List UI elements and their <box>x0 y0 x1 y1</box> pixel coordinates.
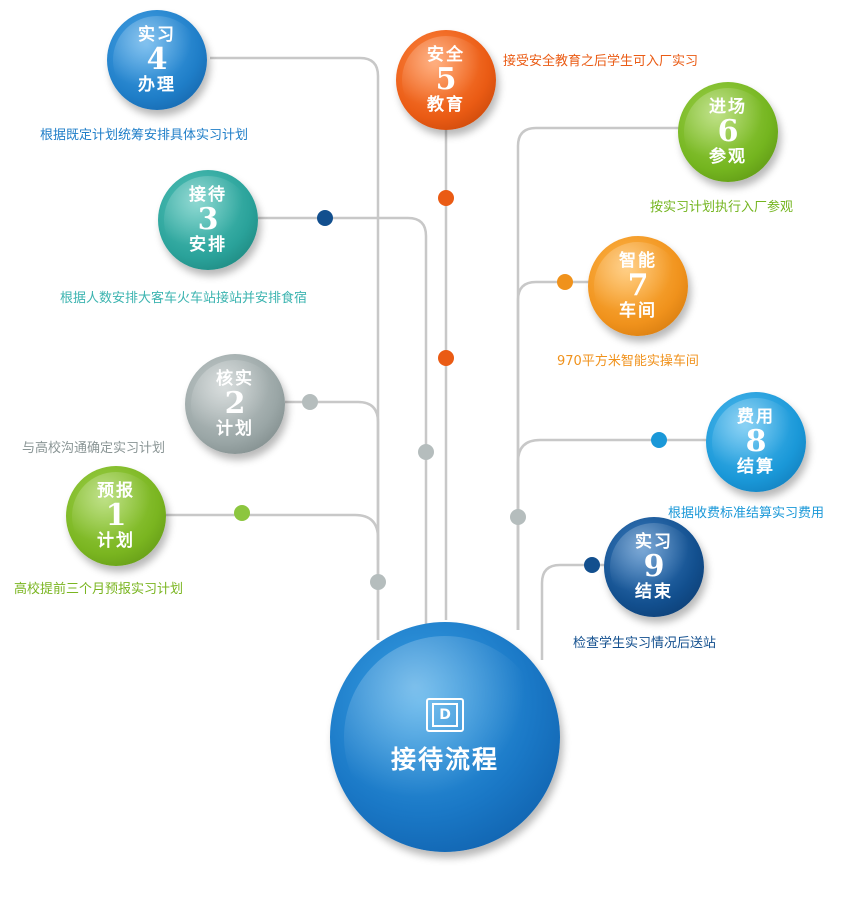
node-dot-step-5-upper <box>438 190 454 206</box>
connector-step-8 <box>516 438 708 630</box>
step-2-number: 2 <box>224 386 246 421</box>
node-dot-step-5-lower <box>438 350 454 366</box>
step-8-circle: 费用 8 结算 <box>706 392 806 492</box>
step-3-description: 根据人数安排大客车火车站接站并安排食宿 <box>60 291 308 306</box>
node-dot-step-3 <box>317 210 333 226</box>
step-4-description: 根据既定计划统筹安排具体实习计划 <box>40 128 249 143</box>
step-5-description: 接受安全教育之后学生可入厂实习 <box>503 54 699 69</box>
step-4-circle: 实习 4 办理 <box>107 10 207 110</box>
step-1-description: 高校提前三个月预报实习计划 <box>14 582 184 597</box>
node-dot-junction-mid <box>418 444 434 460</box>
step-6-bottom-label: 参观 <box>709 147 747 167</box>
step-9-top-label: 实习 <box>635 532 673 552</box>
step-7-circle: 智能 7 车间 <box>588 236 688 336</box>
step-2-circle: 核实 2 计划 <box>185 354 285 454</box>
step-9-bottom-label: 结束 <box>635 582 673 602</box>
step-6-description: 按实习计划执行入厂参观 <box>650 200 794 215</box>
step-5-number: 5 <box>435 62 457 97</box>
step-8-bottom-label: 结算 <box>737 457 775 477</box>
step-3-number: 3 <box>197 202 219 237</box>
step-8-number: 8 <box>745 424 767 459</box>
step-9-number: 9 <box>643 549 665 584</box>
step-2-bottom-label: 计划 <box>216 419 254 439</box>
node-dot-junction-right <box>510 509 526 525</box>
node-dot-step-9 <box>584 557 600 573</box>
node-dot-step-8 <box>651 432 667 448</box>
step-1-top-label: 预报 <box>97 481 135 501</box>
step-1-circle: 预报 1 计划 <box>66 466 166 566</box>
step-3-bottom-label: 安排 <box>189 235 227 255</box>
step-2-top-label: 核实 <box>216 369 254 389</box>
step-9-circle: 实习 9 结束 <box>604 517 704 617</box>
connector-step-7 <box>516 280 590 630</box>
connector-step-9 <box>540 563 605 660</box>
step-6-top-label: 进场 <box>709 97 747 117</box>
node-dot-step-1 <box>234 505 250 521</box>
connector-step-2 <box>285 400 380 560</box>
step-7-bottom-label: 车间 <box>619 301 657 321</box>
step-5-bottom-label: 教育 <box>427 95 465 115</box>
center-circle: D 接待流程 <box>330 622 560 852</box>
step-7-number: 7 <box>627 268 649 303</box>
step-8-description: 根据收费标准结算实习费用 <box>668 506 825 521</box>
step-1-bottom-label: 计划 <box>97 531 135 551</box>
step-3-top-label: 接待 <box>189 185 227 205</box>
logo-icon: D <box>426 698 464 732</box>
step-5-top-label: 安全 <box>427 45 465 65</box>
step-5-circle: 安全 5 教育 <box>396 30 496 130</box>
node-dot-step-7 <box>557 274 573 290</box>
step-4-bottom-label: 办理 <box>138 75 176 95</box>
step-2-description: 与高校沟通确定实习计划 <box>22 441 166 456</box>
step-6-circle: 进场 6 参观 <box>678 82 778 182</box>
step-3-circle: 接待 3 安排 <box>158 170 258 270</box>
step-9-description: 检查学生实习情况后送站 <box>573 636 717 651</box>
step-7-top-label: 智能 <box>619 251 657 271</box>
node-dot-junction-left <box>370 574 386 590</box>
logo-letter: D <box>432 703 458 727</box>
step-4-number: 4 <box>146 42 168 77</box>
connector-step-1 <box>165 513 380 640</box>
step-4-top-label: 实习 <box>138 25 176 45</box>
center-title: 接待流程 <box>390 745 499 774</box>
node-dot-step-2 <box>302 394 318 410</box>
connector-step-3 <box>258 216 428 630</box>
connector-step-6 <box>516 126 680 630</box>
step-1-number: 1 <box>105 498 127 533</box>
connector-step-4 <box>210 56 380 640</box>
step-7-description: 970平方米智能实操车间 <box>557 354 699 369</box>
step-8-top-label: 费用 <box>737 407 775 427</box>
step-6-number: 6 <box>717 114 739 149</box>
